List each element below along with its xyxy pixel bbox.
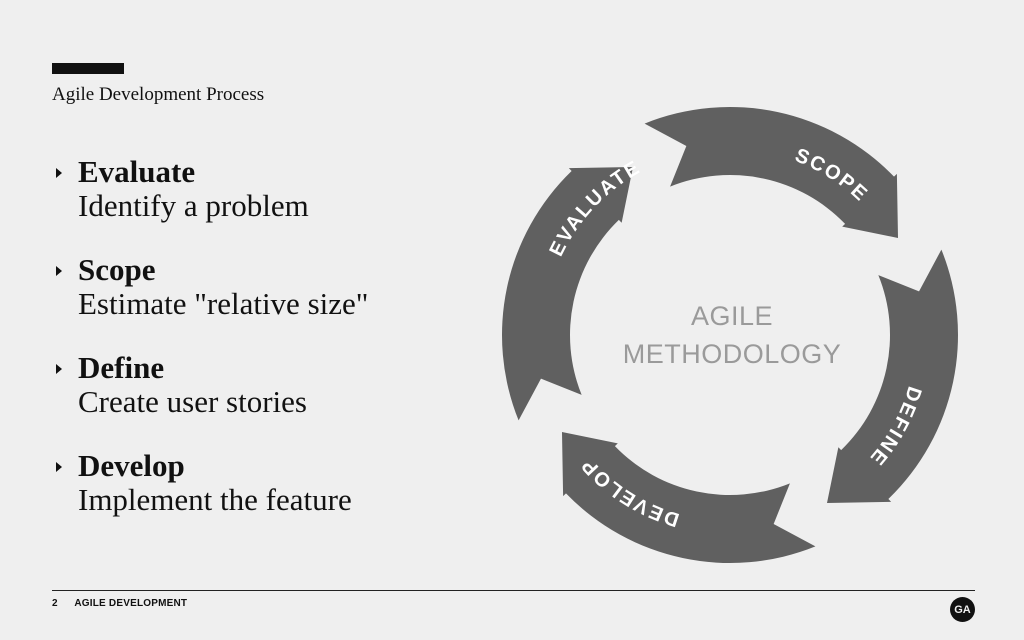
step-description: Estimate "relative size" (78, 286, 369, 321)
arrow-segment-develop (561, 432, 816, 563)
ga-logo: GA (950, 597, 975, 622)
page-number: 2 (52, 598, 58, 609)
arrow-segment-scope (644, 107, 899, 239)
step-description: Implement the feature (78, 482, 352, 517)
footer: 2 AGILE DEVELOPMENT (52, 598, 187, 609)
step-term: Define (78, 350, 165, 385)
step-description: Identify a problem (78, 188, 309, 223)
header-bar (52, 63, 124, 74)
bullet-icon (56, 364, 62, 374)
footer-label: AGILE DEVELOPMENT (74, 598, 188, 609)
step-develop: Develop Implement the feature (52, 449, 472, 517)
step-term: Evaluate (78, 154, 196, 189)
arrow-segment-define (827, 249, 958, 504)
step-define: Define Create user stories (52, 351, 472, 419)
step-description: Create user stories (78, 384, 307, 419)
bullet-icon (56, 266, 62, 276)
agile-cycle-diagram: AGILE METHODOLOGY SCOPE DEFINE DEVELOP E… (502, 107, 958, 563)
bullet-icon (56, 168, 62, 178)
center-label-methodology: METHODOLOGY (623, 339, 842, 369)
step-evaluate: Evaluate Identify a problem (52, 155, 472, 223)
step-scope: Scope Estimate "relative size" (52, 253, 472, 321)
step-term: Scope (78, 252, 156, 287)
center-label-agile: AGILE (691, 301, 773, 331)
section-title: Agile Development Process (52, 84, 265, 105)
steps-list: Evaluate Identify a problem Scope Estima… (52, 155, 472, 547)
bullet-icon (56, 462, 62, 472)
step-term: Develop (78, 448, 185, 483)
footer-rule (52, 590, 975, 591)
cycle-arrows (502, 107, 958, 563)
arrow-segment-evaluate (502, 166, 633, 421)
